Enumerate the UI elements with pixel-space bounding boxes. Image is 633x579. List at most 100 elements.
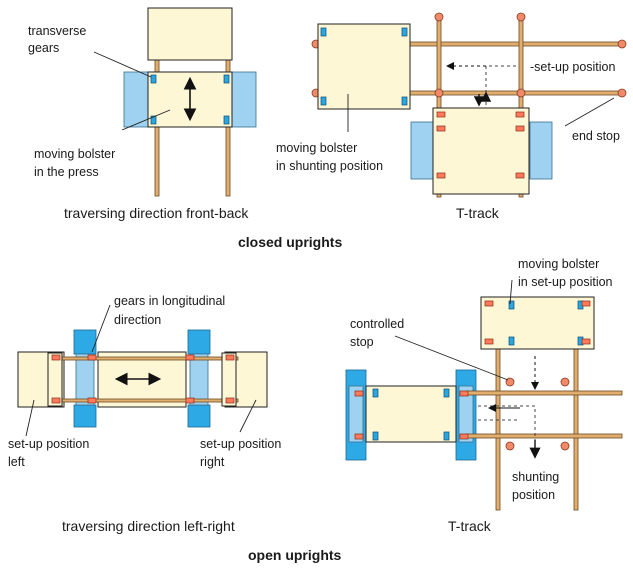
leader-line xyxy=(93,51,152,78)
upright-right xyxy=(529,121,553,180)
gear xyxy=(87,354,97,361)
gear xyxy=(320,27,327,37)
label-set-up-left: set-up position xyxy=(8,437,89,451)
gear xyxy=(225,354,235,361)
label-moving-bolster: moving bolster xyxy=(518,257,599,271)
upright xyxy=(187,329,211,355)
label-in-the-press: in the press xyxy=(34,165,99,179)
rail xyxy=(47,398,239,403)
dashed-path xyxy=(485,65,516,106)
open-left-right-diagram: gears in longitudinal direction set-up p… xyxy=(8,294,281,534)
upright xyxy=(348,385,364,443)
transverse-gear xyxy=(223,74,230,84)
moving-bolster-press xyxy=(365,385,457,443)
controlled-stop xyxy=(505,441,515,451)
end-stop xyxy=(617,39,627,49)
label-moving-bolster: moving bolster xyxy=(34,147,115,161)
label-set-up-position: -set-up position xyxy=(530,60,616,74)
gear xyxy=(51,354,61,361)
rail xyxy=(47,356,239,361)
rail xyxy=(465,390,623,396)
gear xyxy=(51,397,61,404)
gear xyxy=(581,338,591,345)
gear xyxy=(443,431,450,441)
upright-left xyxy=(123,71,149,128)
bolster-end xyxy=(221,352,237,407)
leader-line xyxy=(239,399,257,433)
upright-right xyxy=(231,71,257,128)
upright xyxy=(75,353,95,406)
gear xyxy=(459,433,469,440)
gear xyxy=(436,172,446,179)
bolster-end xyxy=(47,352,63,407)
label-transverse: transverse xyxy=(28,24,86,38)
heading-closed-uprights: closed uprights xyxy=(238,234,342,250)
label-right: right xyxy=(200,455,225,469)
label-direction: direction xyxy=(114,313,161,327)
caption-front-back: traversing direction front-back xyxy=(64,205,249,221)
closed-front-back-diagram: transverse gears moving bolster in the p… xyxy=(28,7,257,221)
caption-t-track: T-track xyxy=(448,518,492,534)
label-moving-bolster: moving bolster xyxy=(276,141,357,155)
gear xyxy=(484,338,494,345)
end-stop xyxy=(516,12,526,22)
label-position: position xyxy=(512,488,555,502)
gear xyxy=(515,111,525,118)
moving-bolster-top xyxy=(147,7,233,61)
rail xyxy=(465,433,623,439)
gear xyxy=(354,433,364,440)
gear xyxy=(401,27,408,37)
gear xyxy=(372,431,379,441)
gear xyxy=(185,397,195,404)
caption-t-track: T-track xyxy=(456,205,500,221)
label-gears: gears xyxy=(28,41,59,55)
gear xyxy=(484,300,494,307)
label-gears-longitudinal: gears in longitudinal xyxy=(114,294,225,308)
heading-open-uprights: open uprights xyxy=(248,547,342,563)
upright xyxy=(189,353,209,406)
gear xyxy=(443,388,450,398)
leader-line xyxy=(564,97,615,127)
moving-bolster-setup xyxy=(480,296,595,350)
upright xyxy=(458,385,474,443)
label-shunting-position: in shunting position xyxy=(276,159,383,173)
end-stop xyxy=(516,88,526,98)
end-stop xyxy=(617,88,627,98)
gear xyxy=(508,300,515,310)
label-shunting: shunting xyxy=(512,470,559,484)
leader-line xyxy=(25,399,35,437)
gear xyxy=(401,96,408,106)
end-stop xyxy=(434,88,444,98)
label-stop: stop xyxy=(350,335,374,349)
label-set-up-right: set-up position xyxy=(200,437,281,451)
open-t-track-diagram: moving bolster in set-up position contro… xyxy=(345,257,623,534)
gear xyxy=(459,390,469,397)
controlled-stop xyxy=(560,377,570,387)
gear xyxy=(185,354,195,361)
leader-line xyxy=(509,279,513,305)
label-left: left xyxy=(8,455,25,469)
upright xyxy=(187,404,211,428)
label-end-stop: end stop xyxy=(572,129,620,143)
transverse-gear xyxy=(223,115,230,125)
leader-line xyxy=(91,304,111,353)
gear xyxy=(436,111,446,118)
gear xyxy=(436,125,446,132)
caption-left-right: traversing direction left-right xyxy=(62,518,235,534)
label-controlled: controlled xyxy=(350,317,404,331)
dashed-path xyxy=(478,405,536,440)
gear xyxy=(515,172,525,179)
gear xyxy=(372,388,379,398)
moving-bolster-shunting xyxy=(317,23,411,110)
controlled-stop xyxy=(560,441,570,451)
controlled-stop xyxy=(505,377,515,387)
gear xyxy=(515,125,525,132)
upright xyxy=(73,404,97,428)
leader-line xyxy=(121,109,171,131)
gear xyxy=(354,390,364,397)
leader-line xyxy=(394,335,509,381)
transverse-gear xyxy=(150,74,157,84)
upright-left xyxy=(410,121,434,180)
gear xyxy=(320,96,327,106)
